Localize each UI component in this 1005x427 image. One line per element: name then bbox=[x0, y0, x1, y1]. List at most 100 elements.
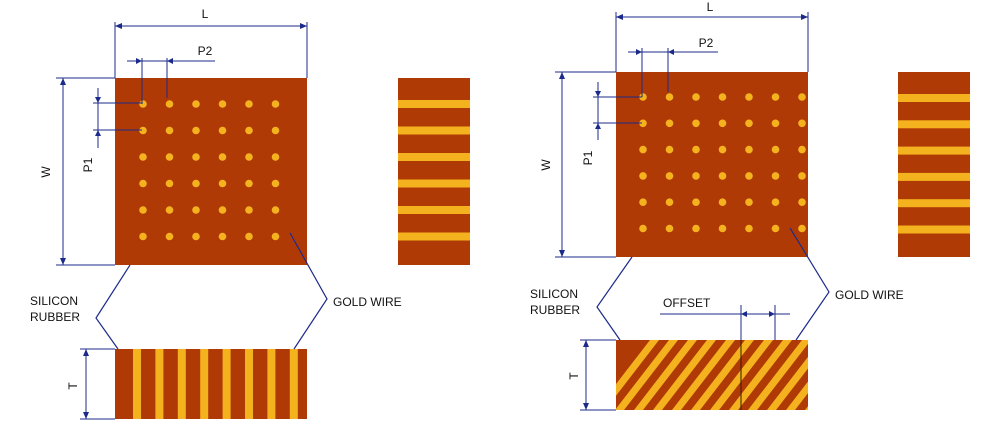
right-label-silicon: SILICON bbox=[530, 287, 578, 301]
right-side-stripes bbox=[898, 94, 970, 234]
gold-wire-dot bbox=[692, 172, 700, 180]
gold-wire-dot bbox=[271, 232, 280, 241]
right-label-offset: OFFSET bbox=[663, 296, 711, 310]
right-gold-dot-grid bbox=[639, 93, 806, 233]
gold-wire-vertical bbox=[155, 349, 164, 419]
gold-wire-dot bbox=[692, 224, 700, 233]
gold-wire-dot bbox=[639, 93, 647, 101]
gold-wire-dot bbox=[771, 93, 780, 101]
gold-wire-dot bbox=[192, 153, 200, 161]
gold-wire-dot bbox=[218, 206, 227, 214]
gold-wire-stripe bbox=[398, 153, 470, 161]
left-dimension-p1: P1 bbox=[81, 88, 142, 172]
gold-wire-dot bbox=[718, 172, 727, 180]
gold-wire-dot bbox=[165, 232, 174, 241]
gold-wire-dot bbox=[745, 119, 753, 128]
gold-wire-dot bbox=[139, 232, 147, 241]
gold-wire-dot bbox=[245, 100, 253, 108]
left-side-stripes bbox=[398, 100, 470, 241]
gold-wire-dot bbox=[245, 153, 253, 161]
gold-wire-dot bbox=[165, 100, 174, 108]
gold-wire-slanted bbox=[729, 340, 792, 410]
gold-wire-dot bbox=[165, 153, 174, 161]
gold-wire-dot bbox=[639, 172, 647, 180]
gold-wire-dot bbox=[798, 93, 806, 101]
gold-wire-dot bbox=[718, 198, 727, 206]
gold-wire-dot bbox=[139, 153, 147, 161]
left-bottom-view bbox=[115, 349, 307, 419]
right-dimension-p1: P1 bbox=[581, 82, 642, 165]
gold-wire-dot bbox=[271, 100, 280, 108]
gold-wire-dot bbox=[718, 93, 727, 101]
gold-wire-dot bbox=[798, 119, 806, 128]
left-leader-lines bbox=[95, 232, 328, 350]
right-leader-lines bbox=[596, 227, 830, 341]
gold-wire-vertical bbox=[200, 349, 209, 419]
gold-wire-slanted bbox=[805, 406, 808, 410]
gold-wire-dot bbox=[718, 119, 727, 128]
left-label-t: T bbox=[66, 382, 80, 390]
gold-wire-slanted bbox=[616, 340, 659, 396]
gold-wire-dot bbox=[745, 145, 753, 154]
gold-wire-slanted bbox=[672, 340, 735, 410]
gold-wire-dot bbox=[798, 145, 806, 154]
gold-wire-slanted bbox=[616, 340, 678, 410]
gold-wire-dot bbox=[165, 206, 174, 214]
right-label-t: T bbox=[567, 372, 581, 380]
gold-wire-dot bbox=[718, 224, 727, 233]
gold-wire-dot bbox=[192, 232, 200, 241]
gold-wire-stripe bbox=[898, 225, 970, 234]
left-dimension-w: W bbox=[39, 77, 115, 266]
gold-wire-dot bbox=[271, 206, 280, 214]
gold-wire-dot bbox=[771, 145, 780, 154]
right-dimension-offset: OFFSET bbox=[660, 296, 790, 340]
gold-wire-dot bbox=[798, 198, 806, 206]
gold-wire-dot bbox=[745, 224, 753, 233]
gold-wire-dot bbox=[771, 198, 780, 206]
gold-wire-dot bbox=[745, 93, 753, 101]
gold-wire-dot bbox=[165, 179, 174, 188]
gold-wire-dot bbox=[271, 179, 280, 188]
gold-wire-dot bbox=[771, 224, 780, 233]
gold-wire-stripe bbox=[898, 120, 970, 129]
gold-wire-dot bbox=[139, 100, 147, 108]
gold-wire-slanted bbox=[767, 356, 808, 410]
gold-wire-dot bbox=[665, 198, 674, 206]
gold-wire-dot bbox=[245, 232, 253, 241]
gold-wire-dot bbox=[192, 206, 200, 214]
gold-wire-dot bbox=[271, 126, 280, 135]
gold-wire-dot bbox=[639, 145, 647, 154]
left-figure: L P2 W P1 bbox=[30, 7, 470, 420]
gold-wire-dot bbox=[665, 224, 674, 233]
gold-wire-dot bbox=[192, 126, 200, 135]
gold-wire-dot bbox=[139, 126, 147, 135]
gold-wire-stripe bbox=[898, 94, 970, 102]
gold-wire-dot bbox=[745, 172, 753, 180]
gold-wire-dot bbox=[718, 145, 727, 154]
gold-wire-slanted bbox=[634, 340, 697, 410]
gold-wire-dot bbox=[745, 198, 753, 206]
gold-wire-dot bbox=[139, 206, 147, 214]
gold-wire-stripe bbox=[398, 100, 470, 108]
right-label-p2: P2 bbox=[699, 36, 714, 50]
gold-wire-vertical bbox=[267, 349, 276, 419]
gold-wire-vertical bbox=[133, 349, 141, 419]
gold-wire-dot bbox=[692, 198, 700, 206]
gold-wire-vertical bbox=[245, 349, 253, 419]
gold-wire-slanted bbox=[748, 340, 808, 410]
left-label-w: W bbox=[39, 166, 53, 178]
gold-wire-stripe bbox=[398, 126, 470, 135]
gold-wire-vertical bbox=[177, 349, 186, 419]
right-dimension-w: W bbox=[539, 71, 616, 258]
gold-wire-dot bbox=[245, 179, 253, 188]
gold-wire-dot bbox=[692, 119, 700, 128]
right-figure: L P2 W P1 bbox=[530, 0, 970, 411]
left-dimension-t: T bbox=[66, 348, 115, 420]
right-label-w: W bbox=[539, 159, 553, 171]
gold-wire-dot bbox=[139, 179, 147, 188]
gold-wire-slanted bbox=[786, 381, 808, 410]
gold-wire-dot bbox=[771, 119, 780, 128]
gold-wire-slanted bbox=[691, 340, 754, 410]
gold-wire-dot bbox=[798, 172, 806, 180]
